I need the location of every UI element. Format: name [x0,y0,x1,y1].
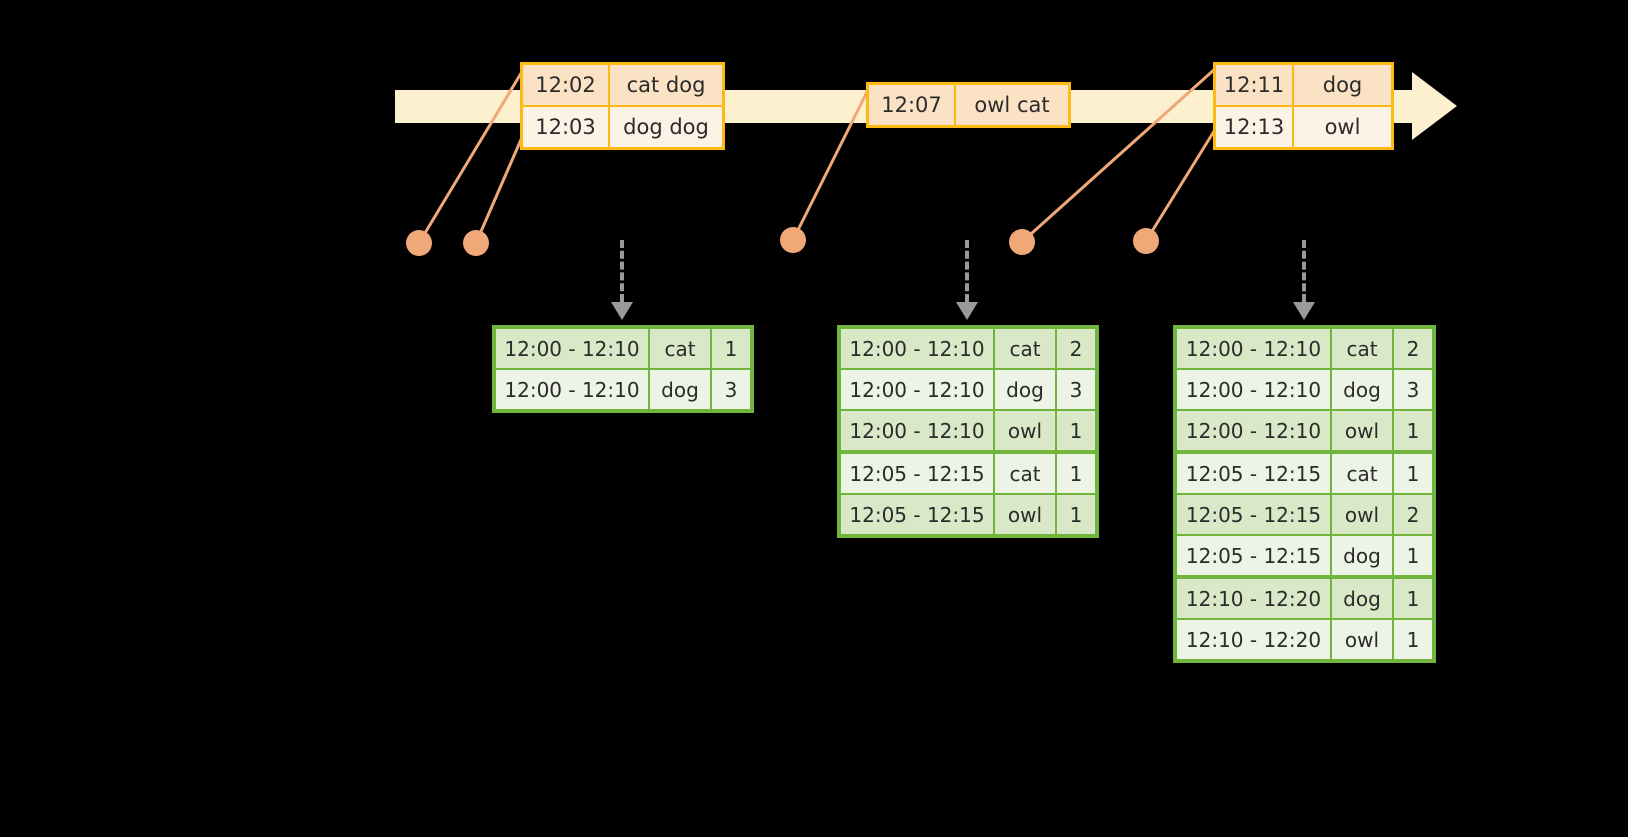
arrow-shaft [620,240,624,302]
arrow-shaft [965,240,969,302]
result-window: 12:00 - 12:10 [841,411,993,450]
arrow-head [611,302,633,320]
result-window: 12:00 - 12:10 [841,329,993,368]
result-count: 1 [1392,620,1432,659]
result-count: 1 [1392,454,1432,493]
result-word: cat [993,329,1055,368]
event-words: cat dog [608,65,722,105]
result-count: 2 [1055,329,1095,368]
result-window: 12:05 - 12:15 [841,454,993,493]
event-time: 12:03 [523,107,608,147]
event-words: dog dog [608,107,722,147]
result-word: dog [1330,579,1392,618]
result-count: 3 [710,370,750,409]
event-time: 12:07 [869,85,954,125]
result-window: 12:00 - 12:10 [1177,329,1330,368]
result-word: cat [1330,329,1392,368]
result-window: 12:05 - 12:15 [841,495,993,534]
arrow-head [956,302,978,320]
event-time: 12:13 [1216,107,1292,147]
result-count: 1 [710,329,750,368]
trigger-dot-5[interactable] [1133,228,1159,254]
arrow-head [1293,302,1315,320]
event-words: owl [1292,107,1391,147]
result-count: 2 [1392,495,1432,534]
result-count: 3 [1392,370,1432,409]
result-word: dog [1330,370,1392,409]
result-count: 1 [1055,454,1095,493]
result-window: 12:10 - 12:20 [1177,620,1330,659]
timeline-arrow-head [1412,72,1457,140]
result-word: owl [993,495,1055,534]
result-word: dog [993,370,1055,409]
event-words: owl cat [954,85,1068,125]
result-window: 12:00 - 12:10 [496,370,648,409]
connector-line-2 [474,134,525,244]
arrow-shaft [1302,240,1306,302]
result-window: 12:10 - 12:20 [1177,579,1330,618]
result-window: 12:05 - 12:15 [1177,536,1330,575]
result-word: owl [1330,495,1392,534]
result-word: dog [1330,536,1392,575]
result-word: owl [993,411,1055,450]
result-window: 12:00 - 12:10 [1177,370,1330,409]
trigger-dot-2[interactable] [463,230,489,256]
event-time: 12:02 [523,65,608,105]
result-window: 12:00 - 12:10 [841,370,993,409]
event-words: dog [1292,65,1391,105]
trigger-dot-4[interactable] [1009,229,1035,255]
result-window: 12:05 - 12:15 [1177,495,1330,534]
result-word: cat [648,329,710,368]
result-word: cat [993,454,1055,493]
result-count: 1 [1392,411,1432,450]
trigger-dot-1[interactable] [406,230,432,256]
result-count: 1 [1392,536,1432,575]
result-count: 1 [1055,411,1095,450]
result-window: 12:05 - 12:15 [1177,454,1330,493]
result-word: owl [1330,620,1392,659]
result-count: 1 [1055,495,1095,534]
connector-line-5 [1144,127,1218,242]
event-time: 12:11 [1216,65,1292,105]
result-word: dog [648,370,710,409]
result-window: 12:00 - 12:10 [496,329,648,368]
result-count: 3 [1055,370,1095,409]
result-word: owl [1330,411,1392,450]
result-count: 2 [1392,329,1432,368]
result-word: cat [1330,454,1392,493]
result-count: 1 [1392,579,1432,618]
result-window: 12:00 - 12:10 [1177,411,1330,450]
trigger-dot-3[interactable] [780,227,806,253]
